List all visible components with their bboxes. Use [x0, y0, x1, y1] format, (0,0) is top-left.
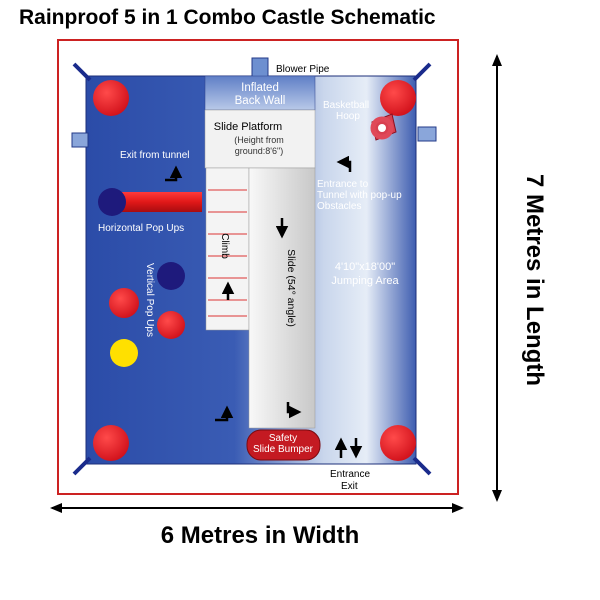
entrance-label: Entrance	[330, 469, 370, 480]
back-wall-label-2: Back Wall	[235, 95, 286, 107]
safety-slide-bumper	[246, 429, 321, 461]
basketball-hoop-icon	[370, 113, 397, 141]
slide-platform-label: Slide Platform	[214, 121, 282, 133]
corner-pop-up-top-left	[93, 80, 129, 116]
length-dimension-label: 7 Metres in Length	[521, 173, 548, 387]
entrance-tunnel-label-2: Tunnel with pop-up	[317, 190, 402, 201]
exit-from-tunnel-label: Exit from tunnel	[120, 150, 189, 161]
side-pipe-left	[71, 132, 89, 148]
jumping-area-label: Jumping Area	[331, 275, 399, 287]
vertical-pop-up-red-2	[157, 311, 185, 339]
vertical-pop-up-yellow	[110, 339, 138, 367]
vertical-pop-up-red-1	[109, 288, 139, 318]
horizontal-pop-up-tube	[112, 192, 202, 212]
turn-arrow-icon	[336, 155, 352, 172]
turn-arrow-icon	[215, 405, 234, 422]
corner-pop-up-bottom-left	[93, 425, 129, 461]
diagram-title: Rainproof 5 in 1 Combo Castle Schematic	[19, 6, 436, 29]
blower-pipe-label: Blower Pipe	[276, 64, 330, 75]
length-dimension-arrow	[492, 54, 502, 502]
basketball-label-2: Hoop	[336, 111, 360, 122]
climb-label: Climb	[219, 233, 230, 259]
horizontal-pop-ups-label: Horizontal Pop Ups	[98, 223, 184, 234]
basketball-label-1: Basketball	[323, 100, 369, 111]
jumping-area-size: 4'10"x18'00"	[335, 261, 395, 273]
outer-boundary	[57, 39, 459, 495]
inflated-back-wall	[204, 75, 316, 111]
corner-pillar-icon	[72, 62, 432, 476]
horizontal-pop-up-end	[98, 188, 126, 216]
blower-pipe	[251, 57, 269, 79]
entrance-tunnel-label-1: Entrance to	[317, 179, 369, 190]
slide-platform-height-1: (Height from	[234, 135, 284, 145]
climb-rungs	[208, 189, 247, 317]
slide-platform-height-2: ground:8'6")	[235, 146, 283, 156]
corner-pop-up-top-right	[380, 80, 416, 116]
exit-label: Exit	[341, 481, 358, 492]
corner-pop-up-bottom-right	[380, 425, 416, 461]
bumper-label-1: Safety	[269, 433, 297, 444]
entrance-tunnel-label-3: Obstacles	[317, 201, 361, 212]
width-dimension-label: 6 Metres in Width	[160, 522, 360, 549]
bumper-label-2: Slide Bumper	[253, 444, 314, 455]
turn-arrow-icon	[286, 402, 302, 419]
length-dimension-label-wrap: 7 Metres in Length	[521, 150, 548, 410]
vertical-pop-ups-label: Vertical Pop Ups	[144, 263, 155, 337]
side-pipe-right	[417, 126, 437, 142]
turn-arrow-icon	[165, 165, 183, 182]
climb-ladder	[205, 167, 250, 331]
slide-label: Slide (54° angle)	[285, 249, 297, 327]
vertical-pop-up-navy	[157, 262, 185, 290]
slide	[248, 167, 316, 429]
slide-platform	[204, 109, 316, 169]
width-dimension-arrow	[50, 503, 464, 513]
back-wall-label-1: Inflated	[241, 82, 279, 94]
